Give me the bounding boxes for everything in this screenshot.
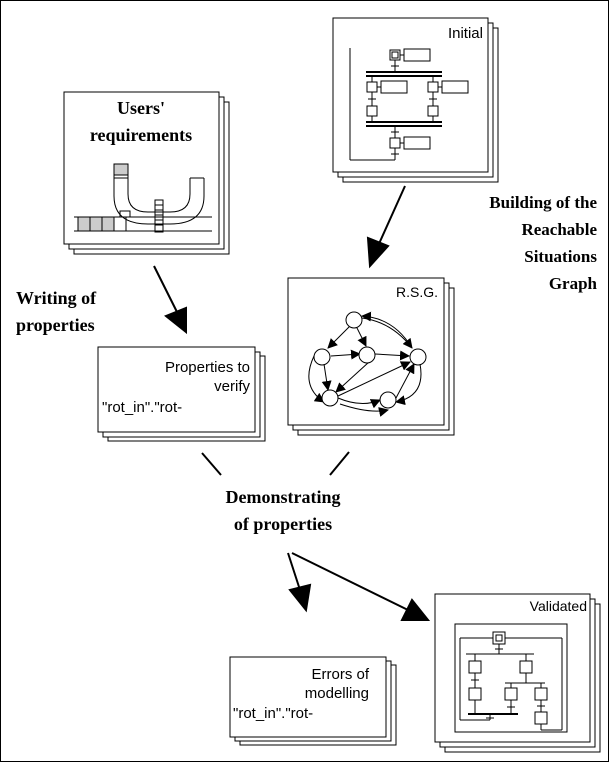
demonstrating-line2: of properties xyxy=(234,514,332,534)
initial-label: Initial xyxy=(448,25,483,42)
building-line4: Graph xyxy=(549,274,598,293)
users-requirements-line2: requirements xyxy=(90,125,192,145)
properties-line1: Properties to xyxy=(165,359,250,376)
properties-document: Properties to verify "rot_in"."rot- xyxy=(97,346,266,442)
initial-grafcet-drawing xyxy=(349,48,469,161)
errors-line3: "rot_in"."rot- xyxy=(233,705,313,722)
validated-label: Validated xyxy=(530,598,587,614)
errors-document: Errors of modelling "rot_in"."rot- xyxy=(229,656,397,746)
flow-arrows xyxy=(153,185,431,621)
errors-line1: Errors of xyxy=(311,666,369,683)
users-requirements-line1: Users' xyxy=(117,98,165,118)
building-step-label: Building of the Reachable Situations Gra… xyxy=(489,193,597,293)
connector-rsg-to-demonstrating xyxy=(329,451,350,476)
demonstrating-step-label: Demonstrating of properties xyxy=(226,487,341,534)
building-line1: Building of the xyxy=(489,193,597,212)
building-line2: Reachable xyxy=(521,220,597,239)
arrow-demonstrating-to-errors xyxy=(287,552,312,613)
writing-line2: properties xyxy=(16,315,95,335)
arrow-demonstrating-to-validated xyxy=(291,552,431,621)
building-line3: Situations xyxy=(524,247,597,266)
properties-line3: "rot_in"."rot- xyxy=(102,399,182,416)
process-plant-drawing xyxy=(74,163,212,233)
properties-line2: verify xyxy=(214,378,250,395)
validated-grafcet-drawing xyxy=(454,623,568,733)
rsg-label: R.S.G. xyxy=(396,284,438,300)
reachable-situations-graph-drawing xyxy=(308,311,427,417)
initial-document: Initial xyxy=(332,17,499,183)
demonstrating-line1: Demonstrating xyxy=(226,487,341,507)
arrow-initial-to-rsg xyxy=(366,185,406,269)
connector-properties-to-demonstrating xyxy=(201,452,222,476)
writing-line1: Writing of xyxy=(16,288,97,308)
arrow-requirements-to-properties xyxy=(153,265,187,335)
errors-line2: modelling xyxy=(305,685,369,702)
rsg-document: R.S.G. xyxy=(287,277,455,436)
validated-document: Validated xyxy=(434,593,601,753)
users-requirements-document: Users' requirements xyxy=(63,91,230,255)
writing-step-label: Writing of properties xyxy=(16,288,97,335)
